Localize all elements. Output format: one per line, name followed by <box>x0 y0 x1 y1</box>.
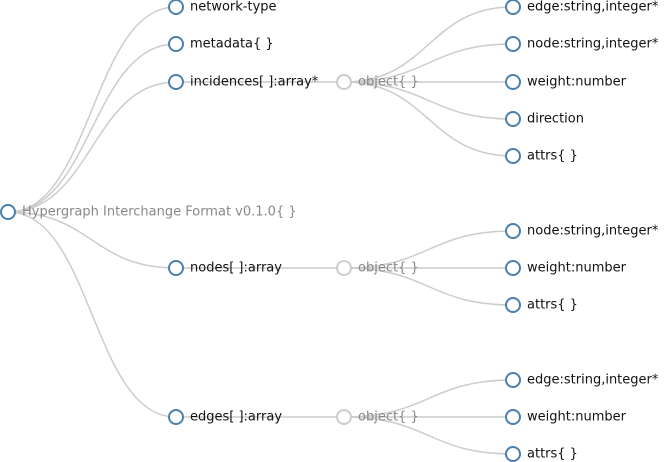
node-label-incidences-direction: direction <box>527 112 584 127</box>
node-label-nodes: nodes[ ]:array <box>190 261 282 276</box>
node-circle-edges-edge[interactable] <box>505 372 521 388</box>
node-circle-edges-attrs[interactable] <box>505 446 521 462</box>
node-circle-nodes-attrs[interactable] <box>505 297 521 313</box>
tree-node-incidences-attrs[interactable]: attrs{ } <box>505 148 578 164</box>
node-circle-incidences[interactable] <box>168 74 184 90</box>
node-circle-network-type[interactable] <box>168 0 184 15</box>
node-label-edges-weight: weight:number <box>527 410 627 425</box>
node-circle-nodes-weight[interactable] <box>505 260 521 276</box>
node-circle-edges-object[interactable] <box>336 409 352 425</box>
tree-node-nodes[interactable]: nodes[ ]:array <box>168 260 282 276</box>
tree-node-incidences-direction[interactable]: direction <box>505 111 584 127</box>
node-label-incidences: incidences[ ]:array* <box>190 75 319 90</box>
node-circle-incidences-weight[interactable] <box>505 74 521 90</box>
node-label-nodes-attrs: attrs{ } <box>527 298 578 313</box>
node-circle-incidences-attrs[interactable] <box>505 148 521 164</box>
node-circle-incidences-object[interactable] <box>336 74 352 90</box>
node-circle-nodes-node[interactable] <box>505 223 521 239</box>
tree-node-network-type[interactable]: network-type <box>168 0 277 15</box>
node-circle-edges[interactable] <box>168 409 184 425</box>
node-label-incidences-node: node:string,integer* <box>527 37 659 52</box>
node-label-edges-object: object{ } <box>358 410 419 425</box>
tree-node-edges[interactable]: edges[ ]:array <box>168 409 282 425</box>
tree-node-nodes-attrs[interactable]: attrs{ } <box>505 297 578 313</box>
link-root-to-incidences <box>7 81 177 213</box>
node-label-nodes-weight: weight:number <box>527 261 627 276</box>
node-label-incidences-edge: edge:string,integer* <box>527 0 659 15</box>
tree-node-incidences-weight[interactable]: weight:number <box>505 74 627 90</box>
tree-node-nodes-node[interactable]: node:string,integer* <box>505 223 659 239</box>
link-root-to-metadata <box>7 43 177 213</box>
node-circle-root[interactable] <box>0 204 16 220</box>
node-label-incidences-weight: weight:number <box>527 75 627 90</box>
tree-node-root[interactable]: Hypergraph Interchange Format v0.1.0{ } <box>0 204 297 220</box>
link-root-to-nodes <box>7 211 177 269</box>
node-label-root: Hypergraph Interchange Format v0.1.0{ } <box>22 205 297 220</box>
node-label-edges-edge: edge:string,integer* <box>527 373 659 388</box>
tree-links <box>7 6 514 455</box>
node-label-incidences-object: object{ } <box>358 75 419 90</box>
link-root-to-edges <box>7 211 177 418</box>
link-incidences-object-to-incidences-edge <box>343 6 514 83</box>
node-circle-nodes-object[interactable] <box>336 260 352 276</box>
node-label-edges-attrs: attrs{ } <box>527 447 578 462</box>
link-nodes-object-to-nodes-attrs <box>343 267 514 306</box>
tree-node-incidences-object[interactable]: object{ } <box>336 74 419 90</box>
node-label-incidences-attrs: attrs{ } <box>527 149 578 164</box>
link-root-to-network-type <box>7 6 177 213</box>
tree-node-edges-object[interactable]: object{ } <box>336 409 419 425</box>
link-nodes-object-to-nodes-node <box>343 230 514 269</box>
node-label-nodes-object: object{ } <box>358 261 419 276</box>
tree-node-edges-edge[interactable]: edge:string,integer* <box>505 372 659 388</box>
tree-node-incidences-edge[interactable]: edge:string,integer* <box>505 0 659 15</box>
node-circle-edges-weight[interactable] <box>505 409 521 425</box>
link-incidences-object-to-incidences-attrs <box>343 81 514 157</box>
tree-node-metadata[interactable]: metadata{ } <box>168 36 274 52</box>
node-circle-metadata[interactable] <box>168 36 184 52</box>
node-circle-incidences-direction[interactable] <box>505 111 521 127</box>
node-label-edges: edges[ ]:array <box>190 410 282 425</box>
tree-node-edges-attrs[interactable]: attrs{ } <box>505 446 578 462</box>
tree-node-nodes-object[interactable]: object{ } <box>336 260 419 276</box>
link-incidences-object-to-incidences-direction <box>343 81 514 120</box>
node-label-nodes-node: node:string,integer* <box>527 224 659 239</box>
node-circle-incidences-node[interactable] <box>505 36 521 52</box>
link-incidences-object-to-incidences-node <box>343 43 514 83</box>
node-label-network-type: network-type <box>190 0 277 15</box>
node-circle-nodes[interactable] <box>168 260 184 276</box>
tree-node-incidences-node[interactable]: node:string,integer* <box>505 36 659 52</box>
link-edges-object-to-edges-attrs <box>343 416 514 455</box>
tree-node-incidences[interactable]: incidences[ ]:array* <box>168 74 319 90</box>
link-edges-object-to-edges-edge <box>343 379 514 418</box>
node-label-metadata: metadata{ } <box>190 37 274 52</box>
node-circle-incidences-edge[interactable] <box>505 0 521 15</box>
tree-node-edges-weight[interactable]: weight:number <box>505 409 627 425</box>
tree-node-nodes-weight[interactable]: weight:number <box>505 260 627 276</box>
